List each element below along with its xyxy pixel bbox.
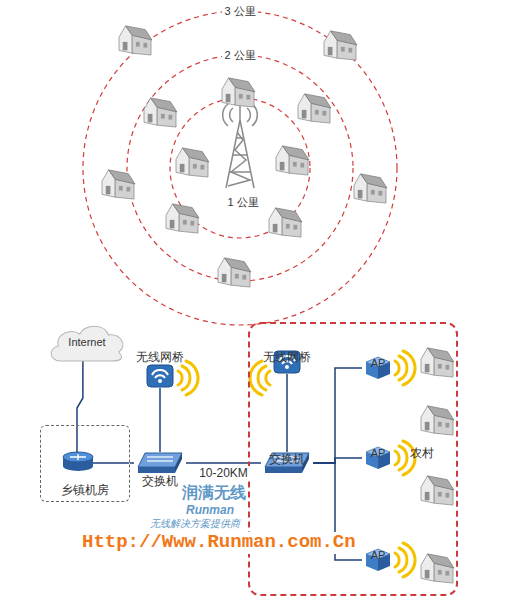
village-area: 农村 无线网桥交换机 AP AP AP: [248, 322, 458, 596]
wireless-bridge: 无线网桥: [133, 350, 187, 388]
link-line: [286, 374, 288, 452]
node-label: 交换机: [269, 452, 305, 466]
distance-label: 1 公里: [225, 196, 260, 209]
edge-label: 10-20KM: [197, 466, 250, 480]
link-line: [77, 361, 83, 425]
link-line: [159, 388, 161, 452]
access-point: AP: [362, 356, 394, 380]
node-label: AP: [371, 548, 386, 562]
network-switch: 交换机: [134, 452, 186, 488]
node-label: 乡镇机房: [61, 483, 109, 497]
wireless-bridge: 无线网桥: [270, 350, 304, 374]
node-label: AP: [371, 356, 386, 370]
node-label: Internet: [68, 335, 105, 349]
radio-tower: [223, 104, 258, 188]
watermark: Runman: [186, 504, 234, 518]
node-label: 交换机: [142, 474, 178, 488]
node-label: 无线网桥: [136, 350, 184, 364]
website-url: Http://Www.Runman.com.Cn: [80, 532, 358, 554]
watermark: 润满无线: [182, 484, 246, 502]
node-label: 农村: [410, 446, 434, 460]
link-line: [313, 368, 362, 463]
watermark: 无线解决方案提供商: [150, 518, 240, 530]
distance-label: 3 公里: [222, 5, 257, 18]
switch-icon: [137, 452, 183, 474]
network-switch: 交换机: [261, 452, 313, 474]
range-circle: [83, 11, 397, 325]
access-point: AP: [362, 548, 394, 572]
house: [102, 26, 454, 583]
access-point: AP: [362, 446, 394, 470]
node-label: AP: [371, 446, 386, 460]
equipment-room: 乡镇机房: [40, 425, 130, 502]
internet-cloud: Internet: [46, 322, 128, 362]
node-label: 无线网桥: [263, 350, 311, 364]
distance-label: 2 公里: [222, 49, 257, 62]
bridge-icon: [146, 364, 174, 388]
link-line: [130, 462, 134, 464]
